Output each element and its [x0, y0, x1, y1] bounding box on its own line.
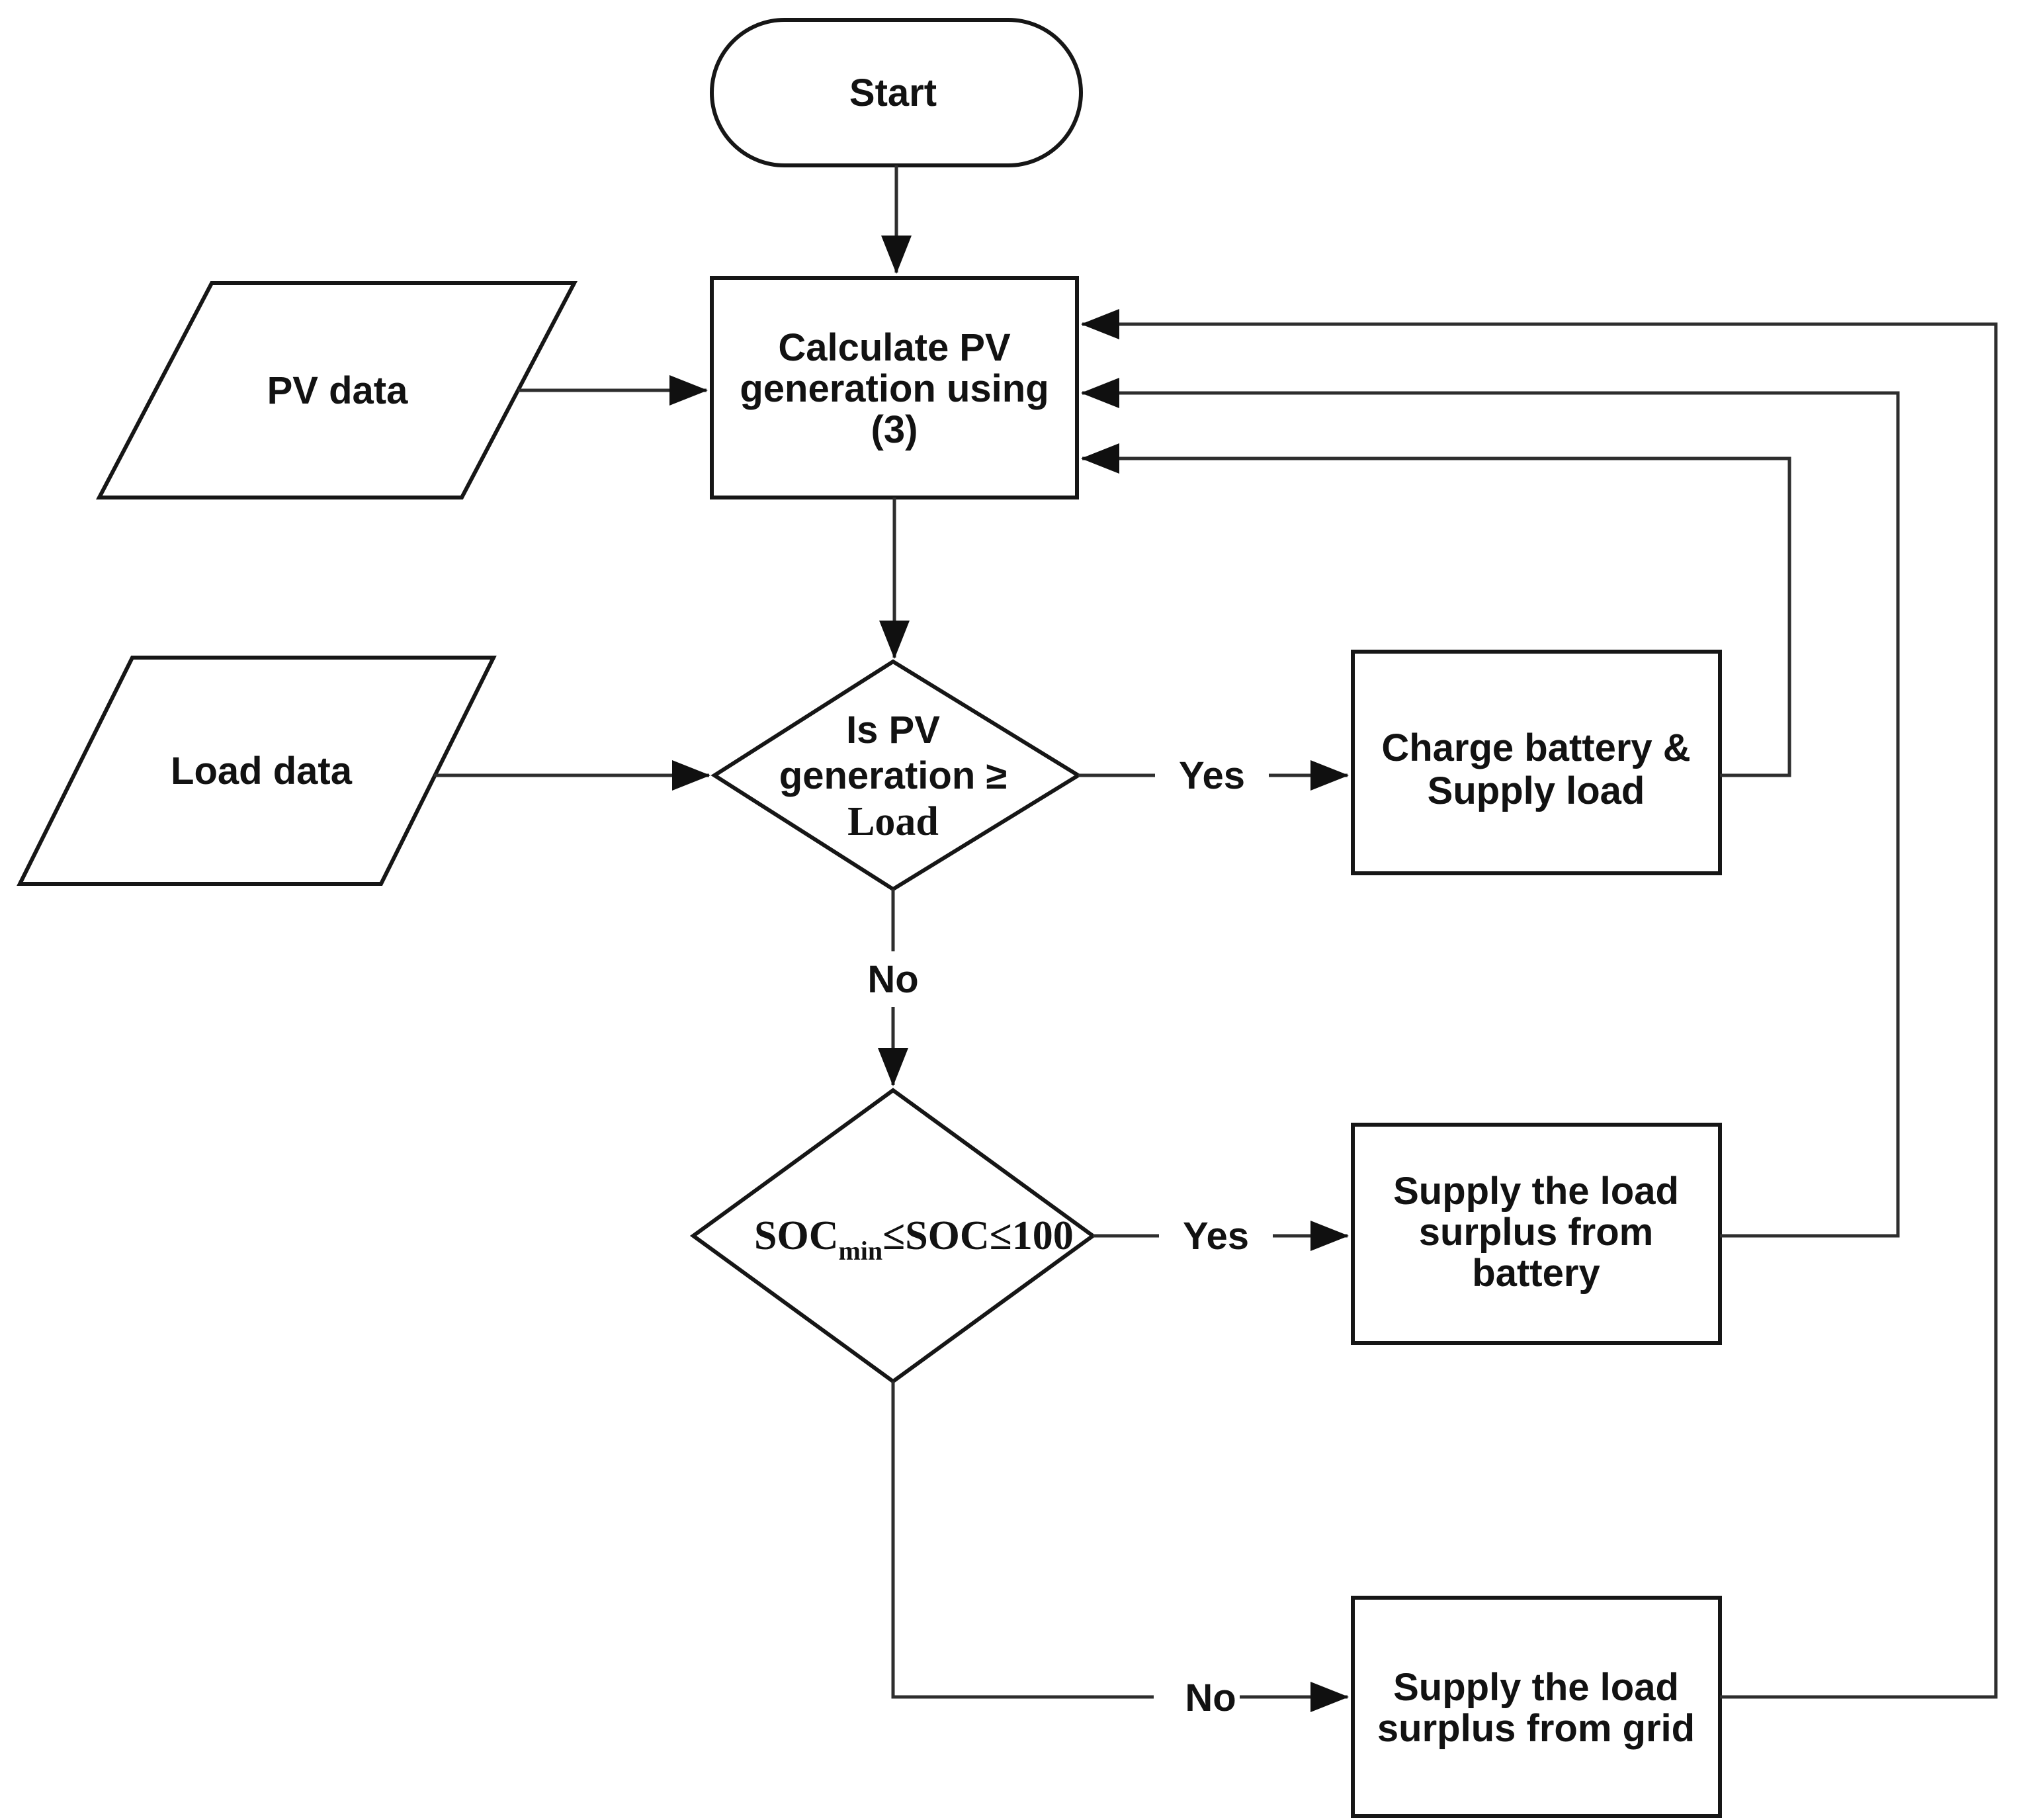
- yes-soc-label-mask: [1159, 1207, 1273, 1262]
- no-pv-label-mask: [849, 951, 937, 1007]
- no-soc-label-mask: [1154, 1670, 1240, 1725]
- yes-pv-edge-label: Yes: [1179, 754, 1245, 797]
- battery-surplus-label-line1: Supply the load: [1393, 1170, 1679, 1213]
- calculate-pv-node: [710, 276, 1079, 499]
- edge-no-to-grid-surplus: [891, 1381, 1349, 1712]
- charge-battery-label-line1: Charge battery &: [1381, 726, 1690, 769]
- charge-battery-label-line2: Supply load: [1428, 769, 1645, 812]
- soc-label-subscript: min: [838, 1236, 882, 1266]
- charge-battery-node: [1351, 650, 1722, 875]
- edge-charge-feedback-to-calculate: [1081, 443, 1791, 777]
- no-pv-edge-label: No: [867, 958, 918, 1001]
- grid-surplus-label-line2: surplus from grid: [1377, 1707, 1695, 1750]
- pv-decision-label-line2: generation ≥: [779, 754, 1007, 797]
- battery-surplus-label-line2: surplus from: [1419, 1211, 1654, 1254]
- soc-decision-label: SOCmin≤SOC≤100: [754, 1213, 1074, 1266]
- pv-data-node: [96, 281, 578, 499]
- shapes-layer: [17, 18, 1722, 1818]
- pv-decision-label-line1: Is PV: [846, 709, 940, 752]
- pv-decision-label-line3: Load: [847, 799, 939, 844]
- no-soc-edge-label: No: [1185, 1676, 1236, 1719]
- calculate-label-line2: generation using: [740, 367, 1049, 410]
- soc-label-prefix: SOC: [754, 1213, 838, 1258]
- labels-layer: Start PV data Calculate PV generation us…: [171, 71, 1695, 1750]
- pv-data-label: PV data: [267, 369, 408, 412]
- yes-soc-edge-label: Yes: [1183, 1215, 1249, 1258]
- grid-surplus-node: [1351, 1596, 1722, 1818]
- battery-surplus-label-line3: battery: [1472, 1252, 1600, 1295]
- start-label: Start: [849, 71, 937, 114]
- edge-grid-feedback-to-calculate: [1081, 309, 1998, 1699]
- calculate-label-line1: Calculate PV: [778, 326, 1011, 369]
- calculate-label-line3: (3): [871, 408, 918, 451]
- soc-label-suffix: ≤SOC≤100: [882, 1213, 1074, 1258]
- grid-surplus-label-line1: Supply the load: [1393, 1666, 1679, 1709]
- label-masks-layer: [849, 746, 1273, 1725]
- load-data-node: [17, 656, 497, 886]
- edge-battery-feedback-to-calculate: [1081, 378, 1900, 1238]
- load-data-label: Load data: [171, 750, 353, 793]
- connectors-layer: [434, 165, 1998, 1712]
- battery-surplus-node: [1351, 1123, 1722, 1345]
- yes-pv-label-mask: [1155, 746, 1269, 802]
